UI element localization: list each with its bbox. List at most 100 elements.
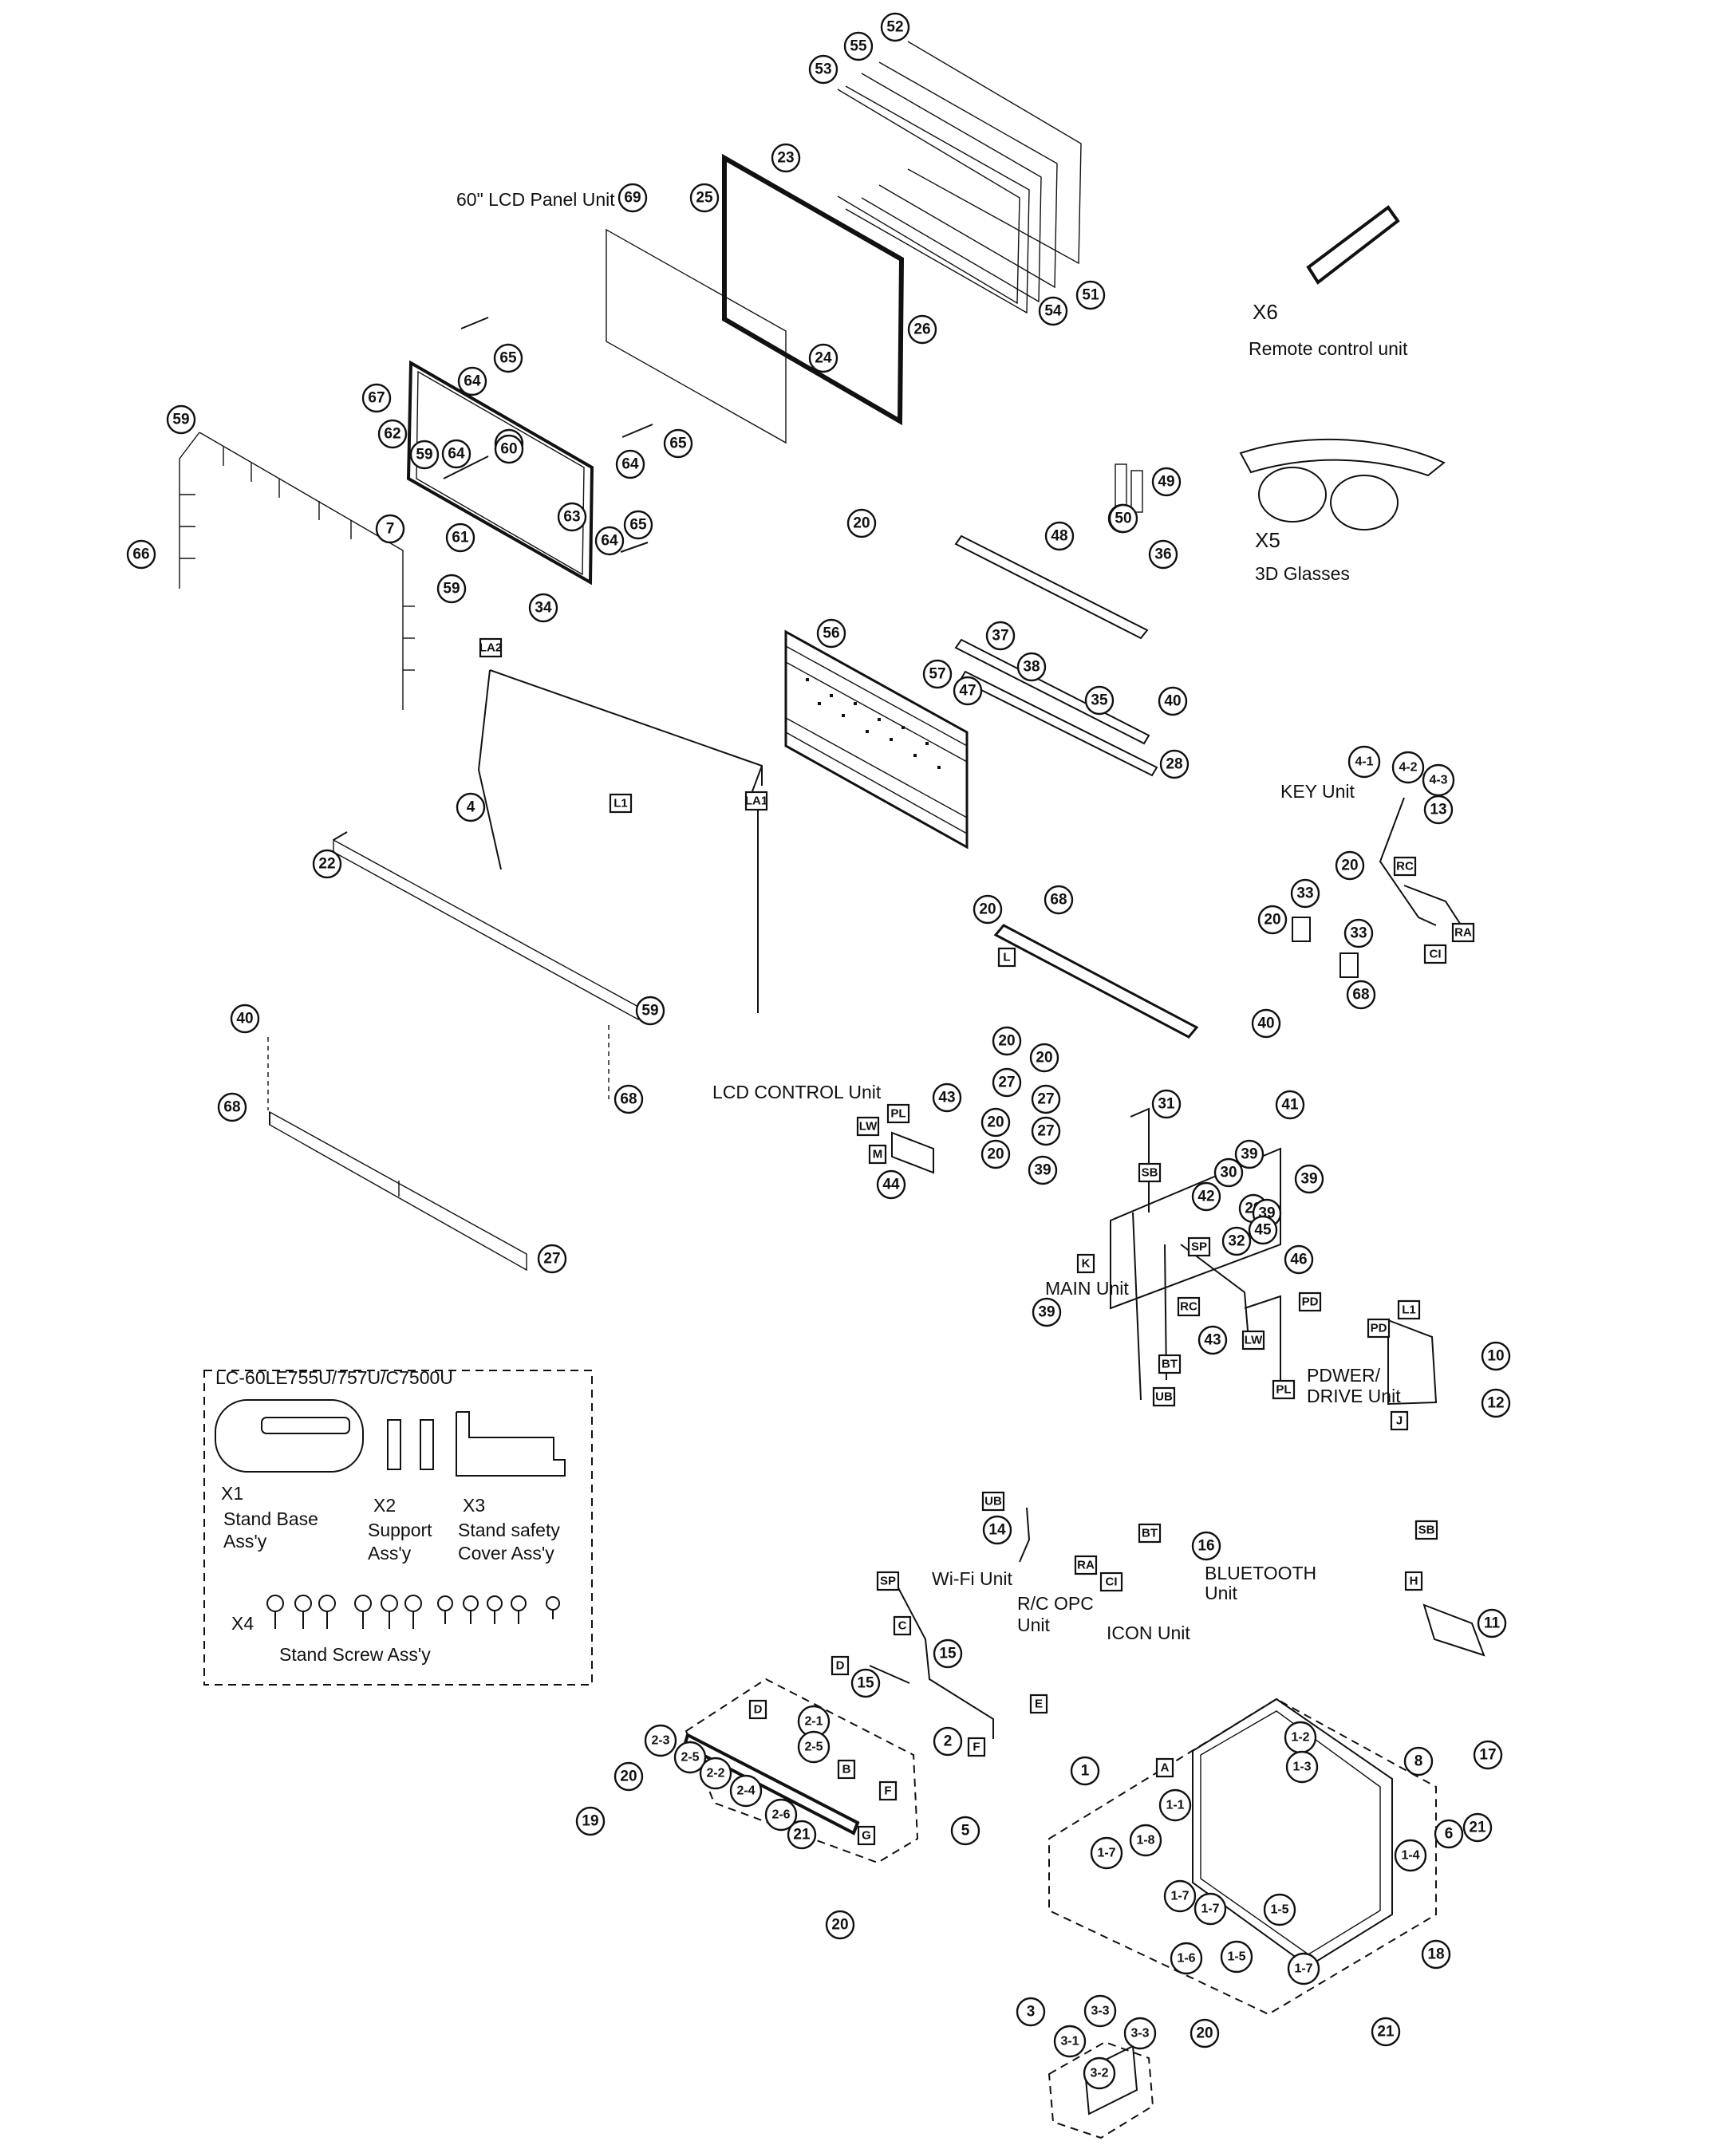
callout-circle <box>982 1515 1012 1545</box>
connector-H: H <box>1404 1571 1423 1591</box>
callout-number: 50 <box>1115 511 1131 527</box>
rc-opc-label-1: R/C OPC <box>1017 1593 1094 1614</box>
callout-1-3: 1-3 <box>1285 1750 1319 1784</box>
callout-41: 41 <box>1275 1090 1305 1120</box>
callout-61: 61 <box>445 522 475 553</box>
callout-circle <box>1151 467 1182 497</box>
callout-number: 13 <box>1430 802 1446 818</box>
callout-number: 1-5 <box>1270 1903 1288 1917</box>
callout-45: 45 <box>1248 1215 1278 1245</box>
callout-21: 21 <box>1371 2017 1401 2047</box>
callout-circle <box>312 849 342 879</box>
callout-number: 27 <box>543 1251 560 1268</box>
callout-68: 68 <box>1044 885 1074 915</box>
callout-circle <box>1194 1892 1227 1926</box>
callout-circle <box>1075 280 1106 310</box>
callout-59: 59 <box>409 440 440 470</box>
callout-circle <box>1084 685 1115 716</box>
callout-number: 11 <box>1484 1615 1501 1632</box>
x4-name-label: Stand Screw Ass'y <box>279 1644 431 1665</box>
callout-15: 15 <box>850 1668 881 1698</box>
connector-box <box>1099 1571 1123 1592</box>
connector-box <box>1390 1410 1409 1431</box>
connector-code: PL <box>1276 1383 1291 1397</box>
callout-circle <box>1213 1157 1244 1188</box>
callout-16: 16 <box>1191 1531 1221 1561</box>
callout-circle <box>764 1798 798 1832</box>
callout-circle <box>594 526 625 556</box>
callout-21: 21 <box>1462 1812 1493 1843</box>
callout-circle <box>1148 539 1178 570</box>
callout-37: 37 <box>985 621 1016 651</box>
connector-SB: SB <box>1414 1520 1438 1540</box>
x1-name-line2: Ass'y <box>223 1531 267 1552</box>
callout-3-3: 3-3 <box>1123 2017 1157 2050</box>
callout-circle <box>850 1668 881 1698</box>
callout-number: 59 <box>172 412 189 428</box>
line-art <box>179 41 1485 2139</box>
callout-14: 14 <box>982 1515 1012 1545</box>
connector-PD: PD <box>1298 1291 1322 1312</box>
x4-code-label: X4 <box>231 1613 254 1634</box>
callout-circle <box>635 996 665 1026</box>
callout-number: 2-5 <box>804 1741 823 1754</box>
callout-circle <box>980 1139 1011 1169</box>
connector-PD: PD <box>1367 1318 1391 1339</box>
callout-1-2: 1-2 <box>1284 1721 1317 1754</box>
callout-number: 16 <box>1197 1538 1214 1555</box>
callout-17: 17 <box>1473 1740 1503 1770</box>
callout-circle <box>992 1026 1022 1056</box>
callout-circle <box>644 1724 677 1757</box>
callout-2-1: 2-1 <box>797 1705 831 1738</box>
callout-number: 4-3 <box>1429 774 1447 787</box>
connector-code: M <box>873 1148 883 1161</box>
callout-circle <box>217 1092 247 1122</box>
callout-20: 20 <box>980 1107 1011 1138</box>
callout-4-3: 4-3 <box>1422 763 1455 797</box>
callout-circle <box>1263 1893 1296 1926</box>
connector-box <box>886 1103 910 1124</box>
callout-number: 18 <box>1427 1946 1444 1963</box>
callout-number: 60 <box>500 441 517 458</box>
callout-circle <box>1287 1952 1320 1985</box>
callout-13: 13 <box>1423 795 1454 825</box>
callout-circle <box>377 419 408 449</box>
callout-number: 30 <box>1220 1165 1237 1181</box>
callout-20: 20 <box>825 1910 855 1940</box>
callout-69: 69 <box>617 183 648 213</box>
callout-circle <box>1197 1325 1228 1355</box>
callout-circle <box>1285 1750 1319 1784</box>
callout-circle <box>614 1084 644 1114</box>
callout-circle <box>876 1169 906 1200</box>
connector-code: BT <box>1142 1527 1158 1540</box>
connector-LW: LW <box>856 1116 880 1137</box>
callout-circle <box>1158 1788 1192 1822</box>
callout-circle <box>1234 1139 1265 1169</box>
callout-circle <box>922 659 953 689</box>
callout-number: 69 <box>624 190 641 207</box>
connector-code: LW <box>1245 1334 1263 1347</box>
callout-number: 12 <box>1487 1395 1504 1412</box>
callout-circle <box>816 618 846 649</box>
callout-1-5: 1-5 <box>1263 1893 1296 1926</box>
callout-2: 2 <box>933 1726 963 1757</box>
callout-27: 27 <box>1031 1116 1061 1146</box>
connector-code: G <box>862 1829 871 1843</box>
connector-box <box>997 947 1016 968</box>
callout-circle <box>1159 749 1190 779</box>
x1-name-line1: Stand Base <box>223 1508 318 1529</box>
callout-number: 4-1 <box>1355 755 1373 769</box>
callout-33: 33 <box>1290 878 1320 909</box>
callout-number: 1-1 <box>1166 1799 1184 1812</box>
callout-5: 5 <box>950 1816 980 1846</box>
callout-number: 26 <box>913 321 930 338</box>
connector-D: D <box>748 1699 767 1720</box>
callout-number: 21 <box>1469 1820 1486 1836</box>
callout-circle <box>729 1774 763 1808</box>
callout-number: 23 <box>777 150 794 167</box>
connector-code: C <box>898 1619 907 1633</box>
connector-box <box>1393 856 1417 877</box>
connector-box <box>1367 1318 1391 1339</box>
connector-B: B <box>837 1759 856 1780</box>
connector-code: F <box>884 1784 891 1798</box>
